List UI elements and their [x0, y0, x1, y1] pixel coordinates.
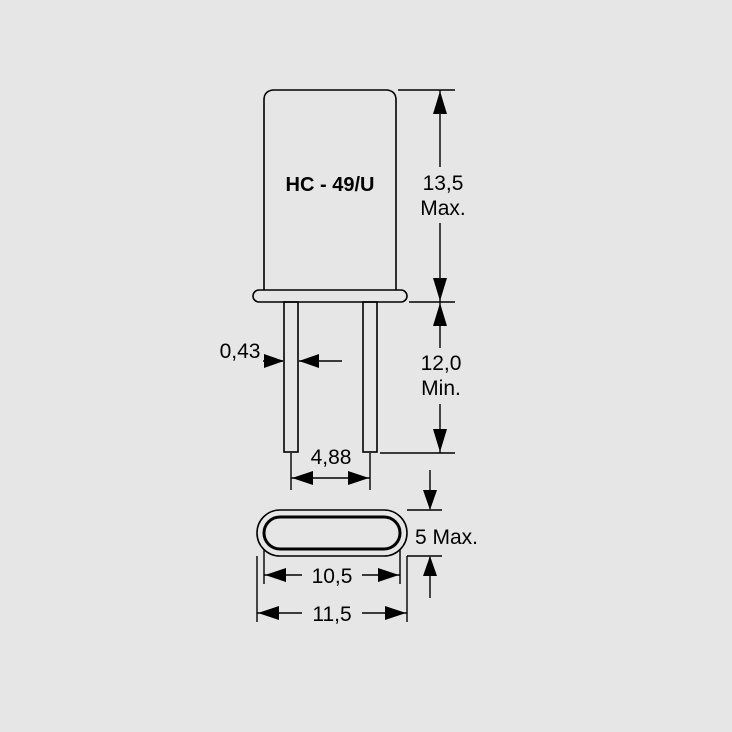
lead-spacing-dimension	[290, 453, 371, 490]
lead-diameter-label: 0,43	[220, 340, 261, 363]
lead-length-value: 12,0	[421, 352, 462, 375]
thickness-label: 5 Max.	[415, 526, 478, 549]
lead-length-label-bg	[410, 348, 476, 404]
lead-length-dimension	[380, 302, 455, 454]
crystal-can	[252, 89, 408, 303]
lead-spacing-label: 4,88	[311, 446, 352, 469]
height-label-bg	[410, 167, 476, 223]
inner-width-dimension	[263, 549, 401, 584]
part-label: HC - 49/U	[286, 174, 375, 196]
height-value: 13,5	[423, 172, 464, 195]
height-note: Max.	[420, 197, 466, 220]
inner-width-label: 10,5	[312, 565, 353, 588]
lead-right	[362, 301, 378, 453]
lead-length-note: Min.	[421, 377, 461, 400]
thickness-label-bg	[413, 522, 493, 548]
crystal-top-view	[256, 509, 408, 557]
lead-left	[283, 301, 299, 453]
outer-width-label: 11,5	[312, 603, 351, 626]
outer-width-dimension	[256, 556, 408, 622]
thickness-dimension	[407, 470, 442, 598]
lead-diameter-dimension	[263, 354, 342, 368]
